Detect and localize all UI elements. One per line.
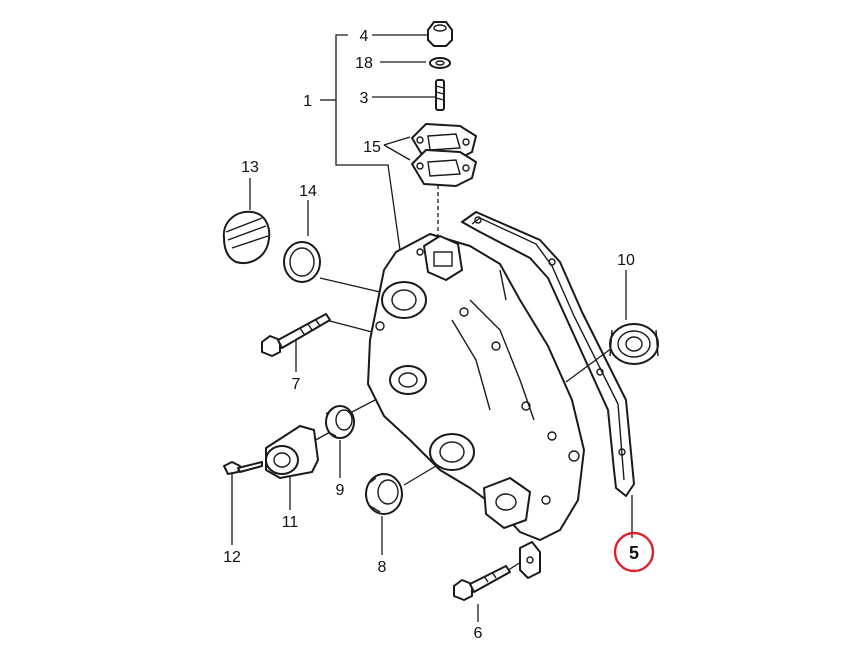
part-15-gaskets	[411, 123, 477, 187]
leader-10-seat	[565, 344, 617, 383]
part-14-o-ring	[283, 241, 321, 283]
part-3-stud	[435, 79, 445, 111]
callout-9: 9	[336, 482, 345, 499]
part-18-washer	[429, 57, 451, 69]
callout-1: 1	[303, 93, 312, 110]
part-7-bolt	[261, 313, 331, 357]
callout-18: 18	[355, 55, 373, 72]
part-5-cover-gasket	[461, 211, 635, 497]
callout-6: 6	[474, 625, 483, 642]
callout-8: 8	[378, 559, 387, 576]
part-9-oil-seal	[325, 405, 355, 439]
callout-5-highlight[interactable]: 5	[613, 531, 655, 573]
callout-labels: 1 4 18 3 15 13 14 10 7 9 11 12 8 6	[223, 28, 635, 642]
leader-15	[383, 136, 411, 161]
callout-14: 14	[299, 183, 317, 200]
callout-13: 13	[241, 159, 259, 176]
callout-7: 7	[292, 376, 301, 393]
part-1-gear-case-cover	[367, 233, 585, 541]
part-4-nut	[427, 21, 453, 47]
highlight-circle	[613, 531, 655, 573]
callout-15: 15	[363, 139, 381, 156]
part-6-bolt	[453, 541, 541, 601]
callout-12: 12	[223, 549, 241, 566]
part-8-oil-seal	[365, 473, 403, 515]
callout-5: 5	[629, 543, 639, 563]
leader-1-bracket	[335, 34, 401, 251]
part-11-housing	[265, 425, 319, 479]
part-10-bearing	[609, 323, 659, 365]
callout-3: 3	[360, 90, 369, 107]
part-13-cap	[222, 210, 271, 264]
leader-7-seat	[325, 319, 373, 333]
callout-10: 10	[617, 252, 635, 269]
callout-11: 11	[282, 514, 299, 531]
leader-14-seat	[319, 277, 381, 293]
part-12-screw	[223, 461, 263, 475]
callout-4: 4	[360, 28, 369, 45]
